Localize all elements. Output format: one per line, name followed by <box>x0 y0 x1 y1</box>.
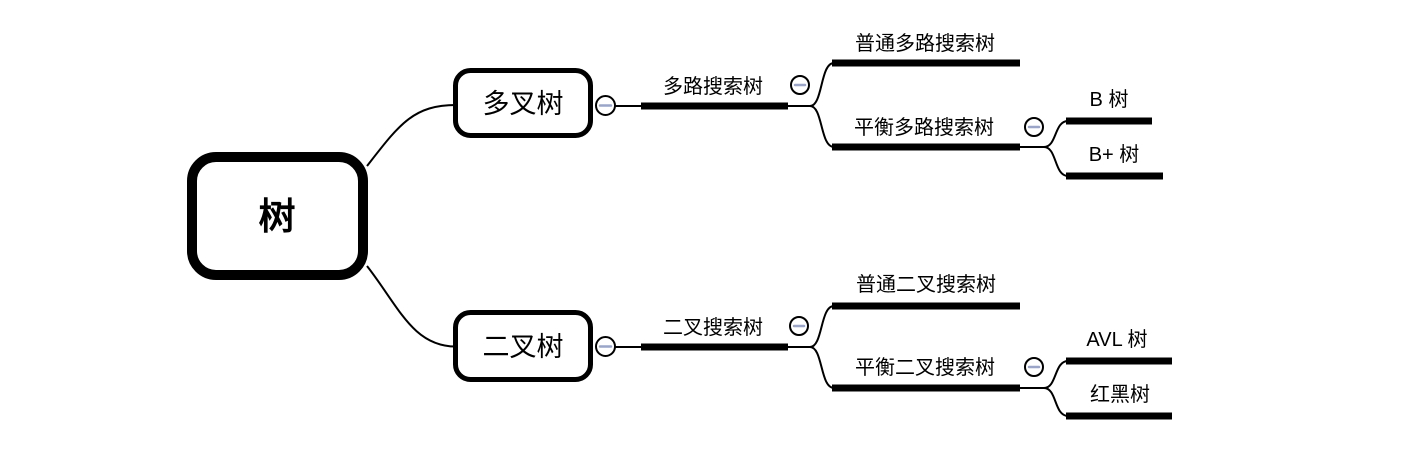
topic-multiway-search-tree[interactable]: 多路搜索树 <box>641 75 788 110</box>
topic-b-plus-tree-label: B+ 树 <box>1089 143 1140 166</box>
topic-root[interactable]: 树 <box>187 152 368 280</box>
connector-to-b-plus-tree <box>1020 146 1069 177</box>
collapse-button-binary-tree[interactable] <box>595 336 616 357</box>
topic-plain-multiway-search-tree[interactable]: 普通多路搜索树 <box>832 32 1020 67</box>
topic-balanced-binary-search-tree[interactable]: 平衡二叉搜索树 <box>832 356 1020 392</box>
topic-binary-tree-label: 二叉树 <box>483 332 564 362</box>
topic-red-black-tree[interactable]: 红黑树 <box>1066 383 1172 420</box>
connector-to-balanced-binary-search-tree <box>788 346 835 389</box>
collapse-button-balanced-multiway-search-tree[interactable] <box>1024 117 1044 137</box>
topic-multiway-tree[interactable]: 多叉树 <box>453 68 593 138</box>
topic-root-shape <box>187 152 368 280</box>
topic-plain-multiway-search-tree-label: 普通多路搜索树 <box>855 32 995 55</box>
topic-plain-binary-search-tree[interactable]: 普通二叉搜索树 <box>832 273 1020 310</box>
collapse-button-binary-search-tree[interactable] <box>789 316 809 336</box>
topic-binary-tree-shape <box>453 310 593 382</box>
topic-balanced-multiway-search-tree-label: 平衡多路搜索树 <box>854 116 994 139</box>
topic-multiway-tree-label: 多叉树 <box>483 89 564 119</box>
collapse-button-balanced-binary-search-tree[interactable] <box>1024 357 1044 377</box>
topic-root-label: 树 <box>259 196 296 237</box>
collapse-button-multiway-search-tree[interactable] <box>790 75 810 95</box>
connector-root-to-binary-tree <box>366 265 457 348</box>
topic-red-black-tree-label: 红黑树 <box>1090 383 1150 406</box>
collapse-button-multiway-tree[interactable] <box>595 95 616 116</box>
connector-root-to-multiway-tree <box>366 104 457 167</box>
topic-binary-search-tree-label: 二叉搜索树 <box>663 316 763 339</box>
topic-b-plus-tree[interactable]: B+ 树 <box>1066 143 1163 180</box>
topic-multiway-tree-shape <box>453 68 593 138</box>
topic-balanced-multiway-search-tree[interactable]: 平衡多路搜索树 <box>832 116 1020 151</box>
topic-b-tree-label: B 树 <box>1090 88 1129 111</box>
connector-to-red-black-tree <box>1020 387 1069 417</box>
topic-multiway-search-tree-label: 多路搜索树 <box>663 75 763 98</box>
topic-avl-tree[interactable]: AVL 树 <box>1066 328 1172 365</box>
topic-plain-binary-search-tree-label: 普通二叉搜索树 <box>856 273 996 296</box>
topic-binary-search-tree[interactable]: 二叉搜索树 <box>641 316 788 351</box>
topic-binary-tree[interactable]: 二叉树 <box>453 310 593 382</box>
topic-avl-tree-label: AVL 树 <box>1086 328 1147 351</box>
connector-to-balanced-multiway-search-tree <box>788 105 835 148</box>
topic-balanced-binary-search-tree-label: 平衡二叉搜索树 <box>855 356 995 379</box>
topic-b-tree[interactable]: B 树 <box>1066 88 1152 125</box>
